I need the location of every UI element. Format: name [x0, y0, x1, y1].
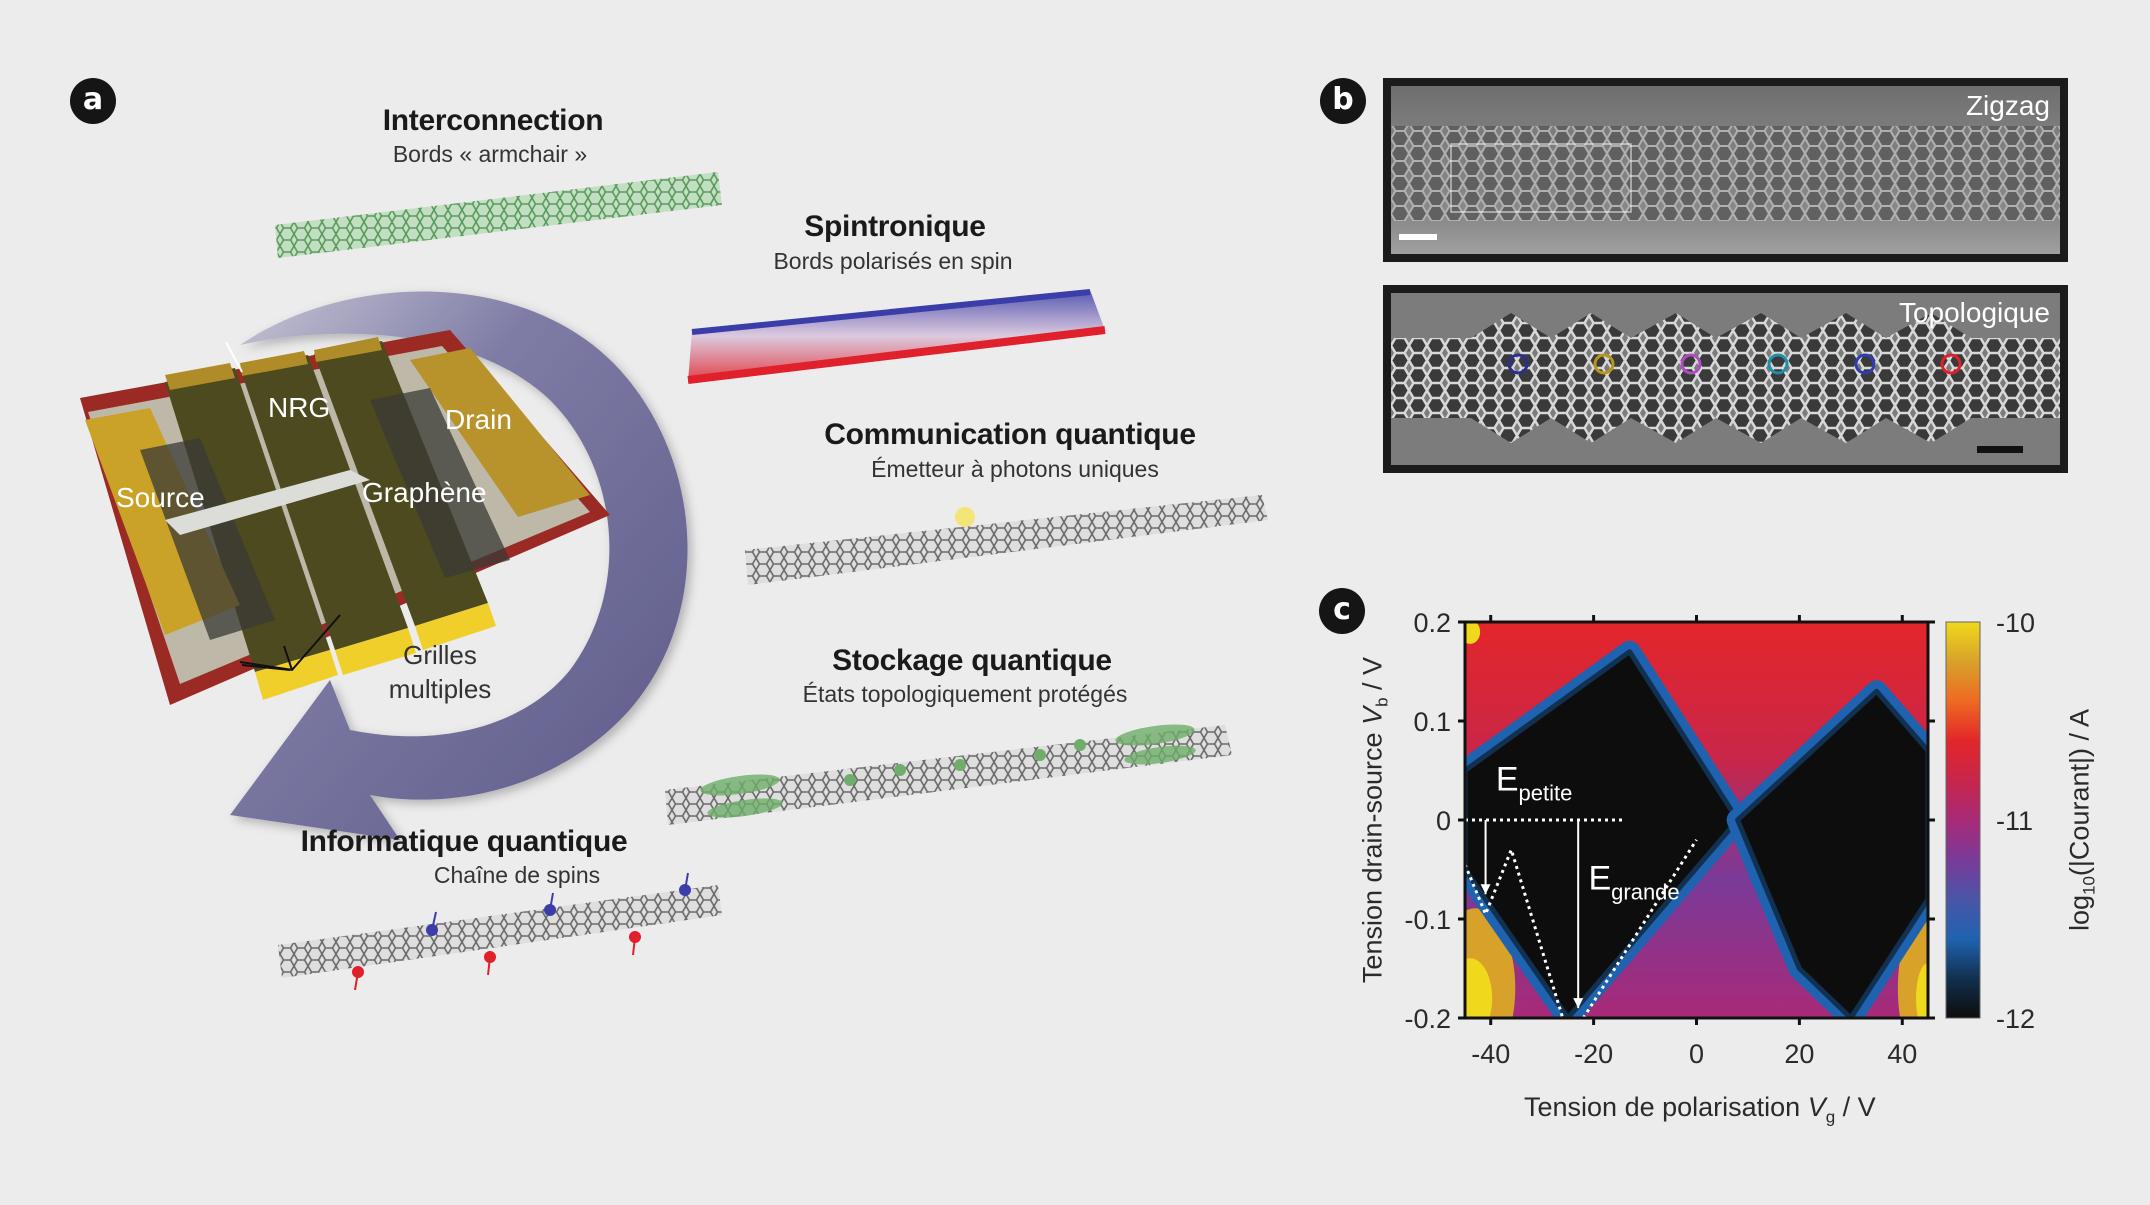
large-gap-arrow-head — [1573, 998, 1584, 1009]
gap-diamond-2 — [1735, 688, 1928, 1018]
grilles-line-2: multiples — [388, 674, 492, 704]
scale-bar-white — [1399, 234, 1437, 240]
marker-4 — [1767, 353, 1789, 375]
app-subtitle-stockage: États topologiquement protégés — [802, 681, 1128, 707]
marker-2 — [1593, 353, 1615, 375]
nrg-ribbon — [165, 470, 370, 535]
topological-lattice — [1391, 293, 2060, 465]
ribbon-spin-chain — [278, 872, 722, 991]
y-tick-label: 0 — [1436, 806, 1451, 836]
app-title-informatique: Informatique quantique — [300, 825, 628, 858]
panel-a-badge: a — [70, 78, 116, 124]
multigate-device-diagram — [80, 330, 610, 705]
x-tick-label: -40 — [1471, 1039, 1510, 1069]
panel-b-badge: b — [1320, 78, 1366, 124]
gap-diamond-1 — [1465, 649, 1741, 1018]
gap-annotation-sub: grande — [1611, 879, 1680, 904]
app-subtitle-spintronique: Bords polarisés en spin — [773, 248, 1013, 274]
source-label: Source — [116, 482, 205, 513]
gate-1 — [165, 368, 330, 672]
y-axis-var: V — [1357, 706, 1388, 725]
x-tick-label: 0 — [1689, 1039, 1704, 1069]
colorbar-tick-label: -10 — [1996, 608, 2035, 638]
y-axis-title: Tension drain-source Vb / V — [1357, 657, 1392, 983]
colorbar-title-log: log — [2064, 894, 2095, 932]
y-axis-unit: / V — [1357, 656, 1388, 698]
gate-pad-1 — [255, 650, 338, 700]
gap-annotation-grande: Egrande — [1588, 859, 1679, 904]
ribbons-layer — [275, 172, 1268, 991]
x-axis-unit: / V — [1835, 1092, 1876, 1122]
marker-1 — [1507, 353, 1529, 375]
gate-pad-2 — [335, 628, 416, 675]
colorbar-title-sub: 10 — [2079, 876, 2099, 895]
colorbar-title: log10(|Courant|) / A — [2064, 709, 2099, 931]
x-tick-label: 40 — [1887, 1039, 1917, 1069]
y-axis-sub: b — [1372, 697, 1392, 707]
grilles-line-1: Grilles — [403, 640, 477, 670]
gap-annotation-sub: petite — [1519, 780, 1573, 805]
photon-emitter — [955, 507, 975, 527]
marker-5 — [1854, 353, 1876, 375]
small-gap-guide — [1465, 845, 1565, 1018]
x-axis-var: V — [1807, 1092, 1826, 1122]
panel-c-badge: c — [1319, 588, 1365, 634]
app-subtitle-communication: Émetteur à photons uniques — [871, 456, 1159, 482]
y-axis-title-text: Tension drain-source — [1357, 724, 1388, 984]
drain-label: Drain — [445, 404, 512, 435]
colorbar-tick-label: -12 — [1996, 1004, 2035, 1034]
cycle-arrow-icon — [230, 291, 688, 840]
marker-3 — [1680, 353, 1702, 375]
stm-image-zigzag: Zigzag — [1383, 78, 2068, 262]
nrg-label: NRG — [268, 392, 331, 423]
gate-2 — [240, 355, 408, 650]
y-tick-label: 0.1 — [1413, 707, 1451, 737]
topologique-label: Topologique — [1898, 297, 2050, 328]
colorbar-tick-label: -11 — [1996, 806, 2033, 836]
ribbon-topological — [665, 724, 1232, 825]
defect-markers — [1507, 353, 1962, 375]
x-axis-title-text: Tension de polarisation — [1524, 1092, 1808, 1122]
hot-region-right-core — [1916, 963, 1928, 1018]
x-tick-label: 20 — [1784, 1039, 1814, 1069]
small-gap-arrow-head — [1480, 884, 1491, 895]
x-axis-title: Tension de polarisation Vg / V — [1524, 1092, 1876, 1127]
large-gap-guide — [1582, 838, 1698, 1018]
zigzag-label: Zigzag — [1965, 90, 2050, 121]
ribbon-armchair — [275, 172, 722, 258]
marker-6 — [1940, 353, 1962, 375]
app-title-interconnection: Interconnection — [382, 104, 604, 137]
colorbar — [1945, 621, 1981, 1019]
stm-image-topologique: Topologique — [1383, 285, 2068, 473]
app-title-communication: Communication quantique — [824, 418, 1196, 451]
graphene-label: Graphène — [362, 477, 487, 508]
drain-electrode — [410, 348, 590, 517]
hot-region-left-core — [1465, 958, 1493, 1018]
colorbar-title-rest: (|Courant|) / A — [2064, 708, 2095, 877]
x-axis-sub: g — [1825, 1107, 1836, 1127]
gate-pad-3 — [415, 603, 496, 650]
y-tick-label: 0.2 — [1413, 608, 1451, 638]
app-title-stockage: Stockage quantique — [832, 644, 1112, 677]
scale-bar-black — [1977, 446, 2023, 453]
app-subtitle-informatique: Chaîne de spins — [433, 862, 601, 888]
x-tick-label: -20 — [1574, 1039, 1613, 1069]
ribbon-spin-polarized — [687, 289, 1106, 384]
hot-region-top-left — [1465, 622, 1481, 644]
grilles-label: Grilles multiples — [389, 638, 492, 706]
y-tick-label: -0.2 — [1404, 1004, 1451, 1034]
app-subtitle-interconnection: Bords « armchair » — [392, 141, 588, 167]
zigzag-lattice — [1391, 86, 2060, 254]
y-tick-label: -0.1 — [1404, 905, 1451, 935]
app-title-spintronique: Spintronique — [804, 210, 986, 243]
ribbon-single-photon — [745, 495, 1268, 585]
